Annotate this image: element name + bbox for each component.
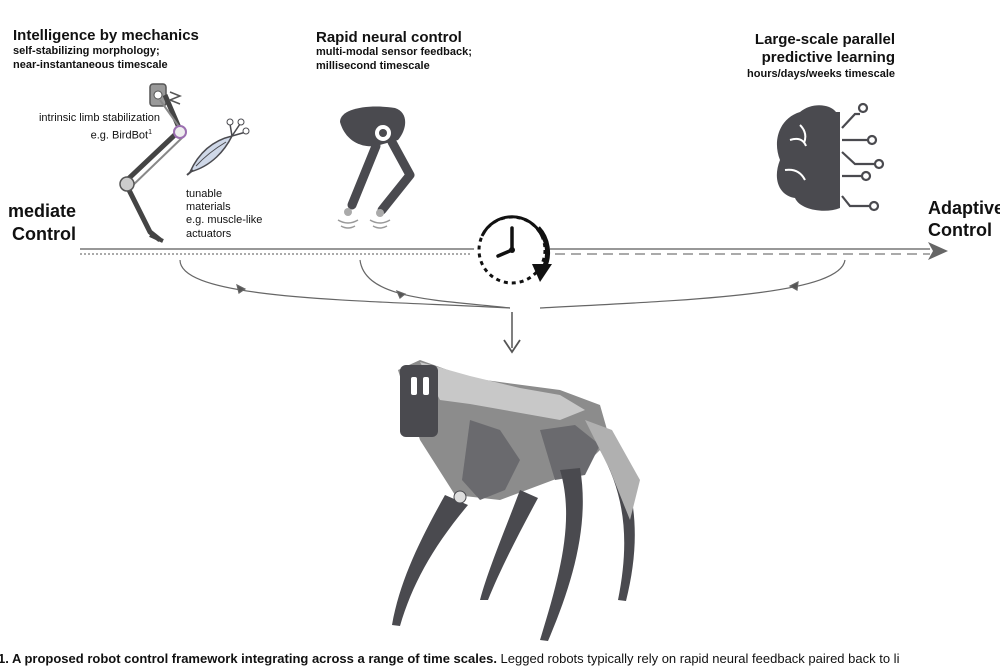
muscle-actuator-icon bbox=[186, 118, 250, 176]
axis-arrowhead bbox=[928, 242, 948, 260]
neural-title: Rapid neural control bbox=[316, 29, 462, 46]
learning-line1: hours/days/weeks timescale bbox=[747, 68, 895, 80]
learning-title-line2: predictive learning bbox=[761, 49, 895, 66]
neural-leg-icon bbox=[337, 106, 415, 229]
mechanics-title: Intelligence by mechanics bbox=[13, 27, 199, 44]
brain-icon bbox=[776, 102, 885, 212]
limb-label-line1: intrinsic limb stabilization bbox=[38, 112, 160, 124]
figure-caption: 1. A proposed robot control framework in… bbox=[0, 651, 900, 666]
axis-right-line1: Adaptive bbox=[928, 198, 1000, 218]
neural-line2: millisecond timescale bbox=[316, 60, 430, 72]
birdbot-leg-icon bbox=[119, 83, 187, 243]
convergence-curves bbox=[179, 259, 846, 309]
quadruped-robot-illustration bbox=[392, 360, 640, 641]
mechanics-line2: near-instantaneous timescale bbox=[13, 59, 168, 71]
material-label-line2: materials bbox=[186, 201, 231, 213]
material-label-line3: e.g. muscle-like bbox=[186, 214, 263, 226]
clock-icon bbox=[474, 212, 552, 288]
axis-right-line2: Control bbox=[928, 220, 992, 240]
learning-title-line1: Large-scale parallel bbox=[754, 31, 895, 48]
axis-left-line2: Control bbox=[12, 224, 76, 244]
limb-label-line2: e.g. BirdBot1 bbox=[90, 129, 152, 142]
axis-left-line1: mediate bbox=[7, 201, 76, 221]
mechanics-line1: self-stabilizing morphology; bbox=[13, 45, 160, 57]
material-label-line1: tunable bbox=[186, 188, 223, 200]
down-arrow-icon bbox=[503, 312, 521, 354]
material-label-line4: actuators bbox=[186, 228, 232, 240]
neural-line1: multi-modal sensor feedback; bbox=[316, 46, 472, 58]
